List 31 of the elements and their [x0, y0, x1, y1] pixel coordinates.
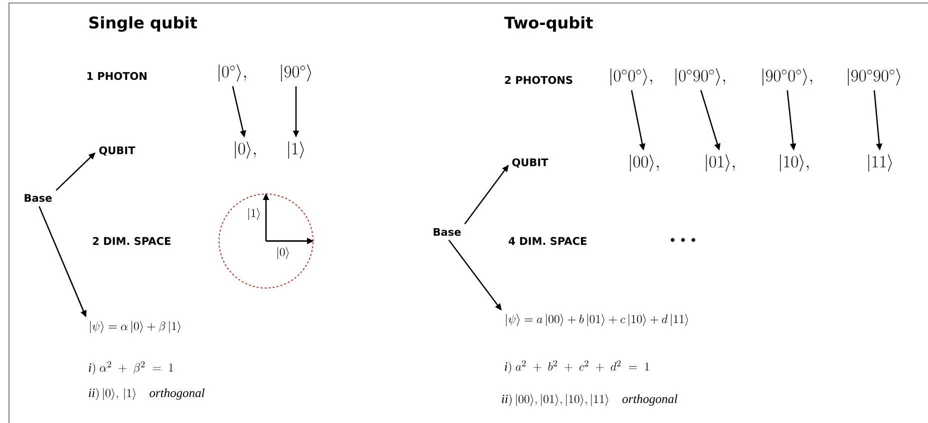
- row-label: QUBIT: [512, 158, 548, 168]
- state-formula: $\mathit{ii)}\,|00\rangle,|01\rangle,|10\rangle,|11\rangle\quad \mathit{orthogonal}$: [502, 394, 678, 406]
- section-heading: Single qubit: [89, 16, 198, 32]
- state-formula: $|\psi\rangle = a\,|00\rangle + b\,|01\rangle + c\,|10\rangle + d\,|11\rangle$: [506, 314, 688, 326]
- state-ket: $|10\rangle,$: [780, 154, 809, 172]
- state-ket: $|90^{\circ}\rangle$: [281, 64, 312, 82]
- state-ket: $|01\rangle,$: [706, 154, 735, 172]
- row-label: 4 DIM. SPACE: [508, 237, 586, 245]
- row-label: 2 PHOTONS: [505, 76, 572, 84]
- state-ket: $|0^{\circ}90^{\circ}\rangle,$: [676, 68, 726, 86]
- state-ket: $|1\rangle$: [288, 141, 304, 159]
- state-ket: $|0\rangle,$: [234, 141, 256, 159]
- row-label: QUBIT: [99, 146, 136, 156]
- ellipsis-dots: • • •: [670, 238, 696, 242]
- axis-label: $|0\rangle$: [278, 247, 289, 259]
- row-label: 1 PHOTON: [87, 72, 146, 80]
- state-ket: $|11\rangle$: [868, 154, 892, 172]
- section-heading: Two-qubit: [504, 16, 593, 32]
- state-formula: $\mathit{i)}\ a^2 \;+\; b^2 \;+\; c^2 \;+\; d^2 \;=\; 1$: [504, 360, 649, 374]
- state-formula: $\mathit{i)}\ \alpha^2 \;+\; \beta^2 \;=\; 1$: [88, 361, 173, 375]
- state-ket: $|0^{\circ}\rangle,$: [218, 64, 246, 82]
- row-label: Base: [24, 194, 52, 202]
- state-ket: $|90^{\circ}0^{\circ}\rangle,$: [762, 68, 812, 86]
- axis-label: $|1\rangle$: [248, 208, 260, 220]
- state-ket: $|00\rangle,$: [630, 154, 659, 172]
- state-ket: $|0^{\circ}0^{\circ}\rangle,$: [610, 68, 652, 86]
- state-formula: $\mathit{ii)}\,|0\rangle,\,|1\rangle\quad \mathit{orthogonal}$: [88, 388, 205, 400]
- state-formula: $|\psi\rangle = \alpha\,|0\rangle + \beta\,|1\rangle$: [90, 321, 180, 333]
- row-label: Base: [434, 228, 461, 236]
- row-label: 2 DIM. SPACE: [93, 237, 170, 245]
- state-ket: $|90^{\circ}90^{\circ}\rangle$: [848, 68, 900, 86]
